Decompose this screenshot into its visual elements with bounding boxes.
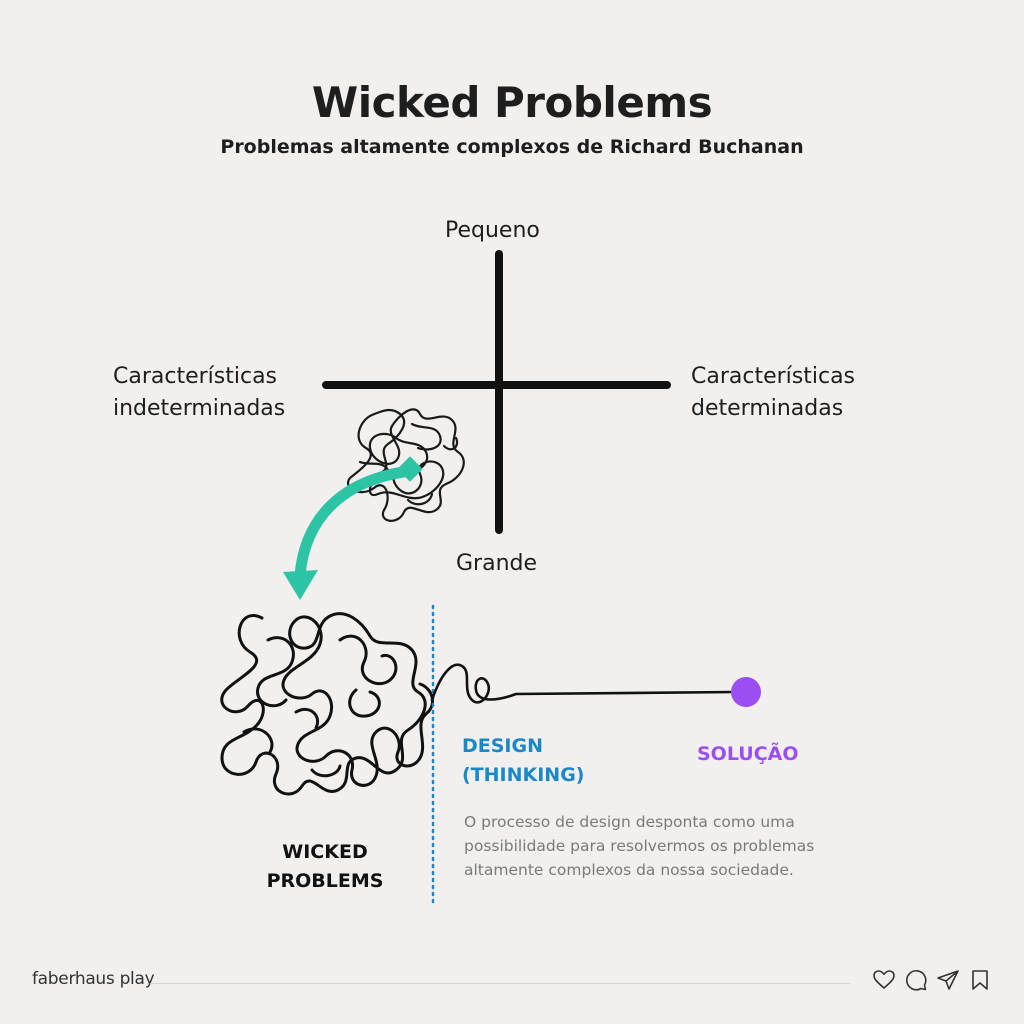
send-icon[interactable] — [936, 968, 960, 992]
footer-divider — [150, 983, 850, 984]
design-thinking-label: DESIGN (THINKING) — [462, 735, 585, 786]
axis-label-top: Pequeno — [445, 218, 540, 243]
teal-arrow — [294, 465, 416, 581]
axis-label-left: Características indeterminadas — [113, 364, 286, 421]
teal-arrow-head — [283, 570, 318, 600]
axis-label-right: Características determinadas — [691, 364, 856, 421]
solution-dot — [731, 677, 761, 707]
page-subtitle: Problemas altamente complexos de Richard… — [220, 136, 804, 158]
design-path — [430, 663, 737, 704]
page-title: Wicked Problems — [311, 78, 713, 127]
comment-icon[interactable] — [904, 968, 928, 992]
large-scribble — [220, 612, 435, 796]
axis-label-bottom: Grande — [456, 551, 538, 576]
wicked-problems-label: WICKED PROBLEMS — [266, 841, 384, 892]
bookmark-icon[interactable] — [968, 968, 992, 992]
action-bar — [872, 968, 992, 992]
small-scribble — [347, 408, 465, 522]
brand-logo: faberhaus play — [32, 969, 155, 989]
solution-label: SOLUÇÃO — [697, 743, 799, 765]
description-text: O processo de design desponta como uma p… — [464, 813, 815, 879]
heart-icon[interactable] — [872, 968, 896, 992]
teal-arrow-tail — [397, 456, 423, 482]
